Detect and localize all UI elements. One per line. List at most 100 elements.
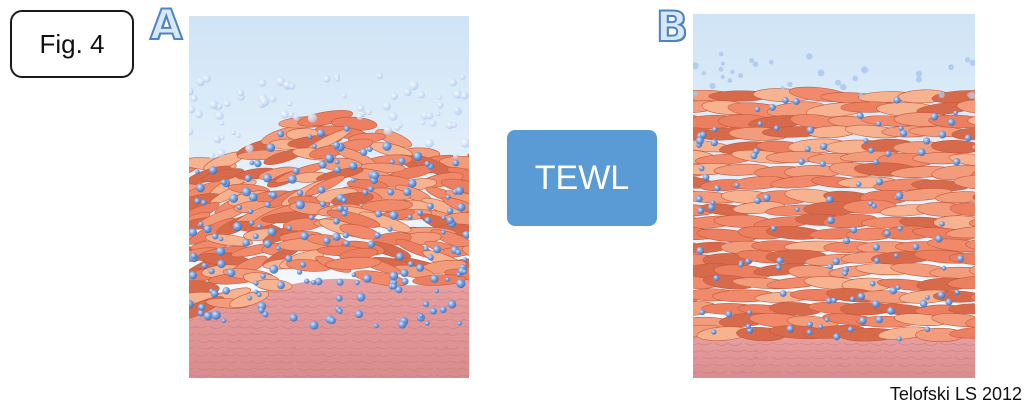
water-droplet — [195, 111, 202, 118]
water-droplet — [268, 227, 277, 236]
water-droplet — [425, 139, 434, 148]
water-droplet — [304, 278, 309, 283]
water-droplet — [202, 263, 208, 269]
water-droplet — [189, 228, 197, 236]
water-droplet — [293, 114, 299, 120]
water-droplet — [461, 92, 469, 100]
water-droplet — [806, 126, 814, 134]
water-droplet — [696, 137, 704, 145]
water-droplet — [222, 287, 229, 294]
water-droplet — [923, 137, 930, 144]
water-droplet — [702, 174, 709, 181]
water-droplet — [460, 74, 466, 80]
water-droplet — [371, 171, 379, 179]
water-droplet — [343, 240, 349, 246]
water-droplet — [337, 205, 344, 212]
water-droplet — [216, 247, 225, 256]
water-droplet — [710, 200, 715, 205]
water-droplet — [793, 98, 800, 105]
water-droplet — [750, 152, 757, 159]
water-droplet — [711, 139, 718, 146]
water-droplet — [873, 159, 879, 165]
water-droplet — [455, 249, 461, 255]
water-droplet — [276, 246, 281, 251]
water-droplet — [965, 57, 970, 62]
water-droplet — [363, 274, 372, 283]
water-droplet — [357, 113, 364, 120]
water-droplet — [382, 142, 391, 151]
water-droplet — [428, 254, 434, 260]
water-droplet — [451, 122, 457, 128]
water-droplet — [448, 300, 456, 308]
water-droplet — [374, 323, 379, 328]
water-droplet — [850, 296, 856, 302]
water-droplet — [852, 76, 858, 82]
water-droplet — [209, 100, 218, 109]
water-droplet — [884, 230, 891, 237]
water-droplet — [721, 75, 725, 79]
water-droplet — [400, 269, 408, 277]
water-droplet — [258, 307, 264, 313]
water-droplet — [781, 86, 785, 90]
water-droplet — [334, 166, 341, 173]
water-droplet — [296, 200, 305, 209]
water-droplet — [769, 104, 776, 111]
water-droplet — [456, 279, 465, 288]
water-droplet — [738, 73, 743, 78]
water-droplet — [408, 261, 414, 267]
water-droplet — [948, 118, 955, 125]
water-droplet — [217, 260, 225, 268]
water-droplet — [351, 178, 355, 182]
water-droplet — [872, 204, 877, 209]
water-droplet — [887, 307, 895, 315]
water-droplet — [387, 226, 392, 231]
water-droplet — [384, 126, 393, 135]
water-droplet — [343, 232, 349, 238]
water-droplet — [217, 149, 225, 157]
water-droplet — [856, 181, 862, 187]
water-droplet — [457, 321, 461, 325]
water-droplet — [253, 233, 259, 239]
water-droplet — [419, 314, 423, 318]
water-droplet — [390, 92, 398, 100]
water-droplet — [827, 216, 835, 224]
water-droplet — [426, 112, 433, 119]
water-droplet — [357, 104, 364, 111]
water-droplet — [214, 136, 221, 143]
water-droplet — [333, 218, 340, 225]
water-droplet — [425, 321, 430, 326]
water-droplet — [425, 217, 432, 224]
water-droplet — [453, 153, 458, 158]
water-droplet — [277, 130, 284, 137]
water-droplet — [442, 216, 446, 220]
water-droplet — [437, 95, 442, 100]
water-droplet — [833, 333, 840, 340]
water-droplet — [730, 70, 734, 74]
water-droplet — [280, 110, 288, 118]
water-droplet — [343, 206, 348, 211]
water-droplet — [288, 83, 295, 90]
water-droplet — [850, 227, 857, 234]
water-droplet — [277, 281, 285, 289]
water-droplet — [876, 121, 882, 127]
water-droplet — [939, 92, 945, 98]
water-droplet — [818, 69, 825, 76]
water-droplet — [344, 126, 350, 132]
water-droplet — [297, 270, 302, 275]
water-droplet — [728, 78, 733, 83]
water-droplet — [843, 237, 850, 244]
water-droplet — [337, 279, 344, 286]
water-droplet — [189, 271, 197, 279]
water-droplet — [374, 232, 381, 239]
water-droplet — [820, 143, 827, 150]
water-droplet — [953, 110, 958, 115]
water-droplet — [757, 121, 762, 126]
water-droplet — [398, 157, 405, 164]
water-droplet — [390, 159, 395, 164]
water-droplet — [375, 210, 382, 217]
water-droplet — [826, 196, 833, 203]
water-droplet — [198, 304, 205, 311]
water-droplet — [447, 207, 454, 214]
water-droplet — [244, 175, 251, 182]
water-droplet — [325, 154, 334, 163]
